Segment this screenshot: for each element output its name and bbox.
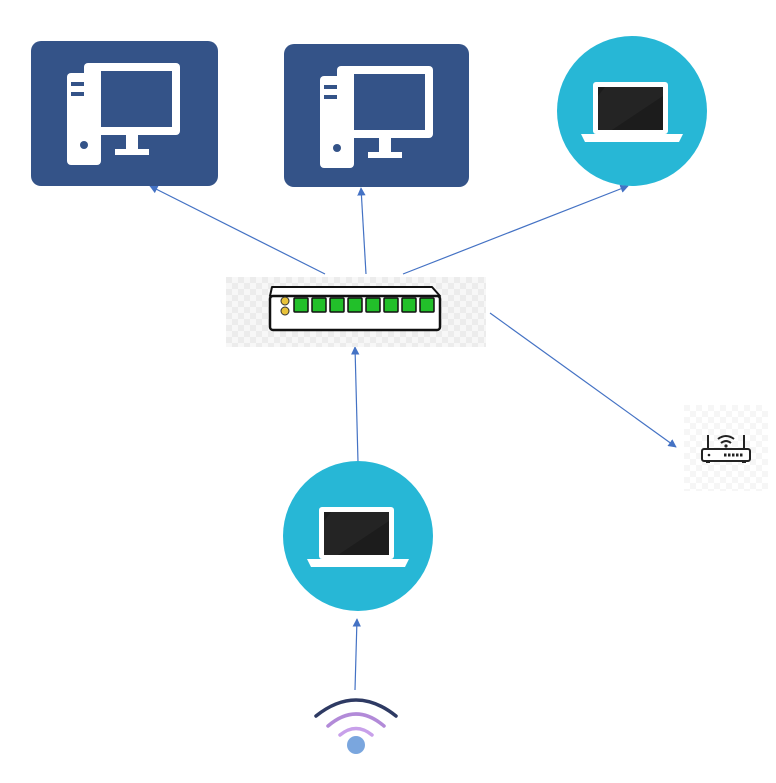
laptop-icon (557, 36, 707, 186)
edge-switch-to-laptop-top (402, 184, 629, 275)
edge-laptop-bottom-to-switch (350, 346, 360, 463)
laptop-node-top (557, 36, 707, 186)
edge-wifi-signal-to-laptop-bottom (352, 618, 361, 691)
desktop-computer-icon (31, 41, 218, 186)
edge-switch-to-wifi-router (489, 312, 677, 448)
desktop-computer-node-2 (284, 44, 469, 187)
laptop-node-bottom (283, 461, 433, 611)
wifi-router-icon (684, 405, 768, 491)
edge-switch-to-desktop-1 (149, 185, 326, 275)
edge-switch-to-desktop-2 (357, 187, 367, 275)
laptop-icon (283, 461, 433, 611)
network-switch-icon (226, 277, 486, 347)
desktop-computer-node-1 (31, 41, 218, 186)
wifi-router-node (684, 405, 768, 491)
wifi-signal-icon (314, 698, 398, 754)
switch-ports (293, 297, 435, 313)
network-switch-node (226, 277, 486, 347)
wifi-signal-node (310, 690, 402, 760)
desktop-computer-icon (284, 44, 469, 187)
